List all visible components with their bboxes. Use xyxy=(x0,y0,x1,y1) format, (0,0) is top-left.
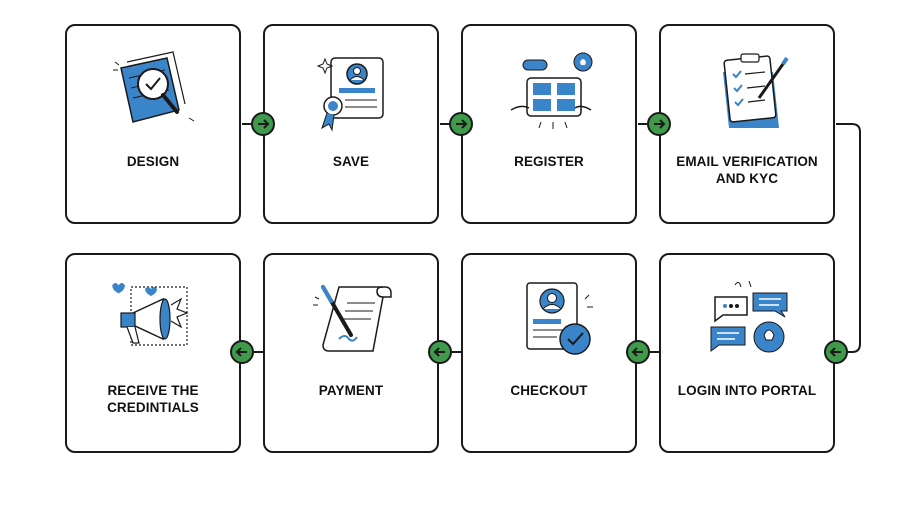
step-label: DESIGN xyxy=(126,154,180,169)
step-checkout-card: CHECKOUT xyxy=(461,253,637,453)
tablet-register-icon xyxy=(510,52,593,129)
step-payment-card: PAYMENT xyxy=(263,253,439,453)
step-label: SAVE xyxy=(332,154,370,169)
profile-check-icon xyxy=(526,282,593,355)
clipboard-checklist-icon xyxy=(723,53,789,128)
chat-bubbles-icon xyxy=(710,280,788,353)
step-save-card: SAVE xyxy=(263,24,439,224)
step-receive-credentials-card: RECEIVE THE CREDINTIALS xyxy=(65,253,241,453)
step-register-card: REGISTER xyxy=(461,24,637,224)
step-label: LOGIN INTO PORTAL xyxy=(677,383,817,398)
document-magnifier-icon xyxy=(113,51,195,123)
step-label: PAYMENT xyxy=(318,383,384,398)
scroll-pen-icon xyxy=(313,285,392,352)
step-label: RECEIVE THE CREDINTIALS xyxy=(107,383,199,415)
step-label: EMAIL VERIFICATION AND KYC xyxy=(676,154,818,186)
megaphone-icon xyxy=(112,283,189,346)
certificate-icon xyxy=(316,57,384,132)
step-label: CHECKOUT xyxy=(510,383,588,398)
step-email-verification-card: EMAIL VERIFICATION AND KYC xyxy=(659,24,835,224)
step-login-portal-card: LOGIN INTO PORTAL xyxy=(659,253,835,453)
step-design-card: DESIGN xyxy=(65,24,241,224)
step-label: REGISTER xyxy=(514,154,584,169)
